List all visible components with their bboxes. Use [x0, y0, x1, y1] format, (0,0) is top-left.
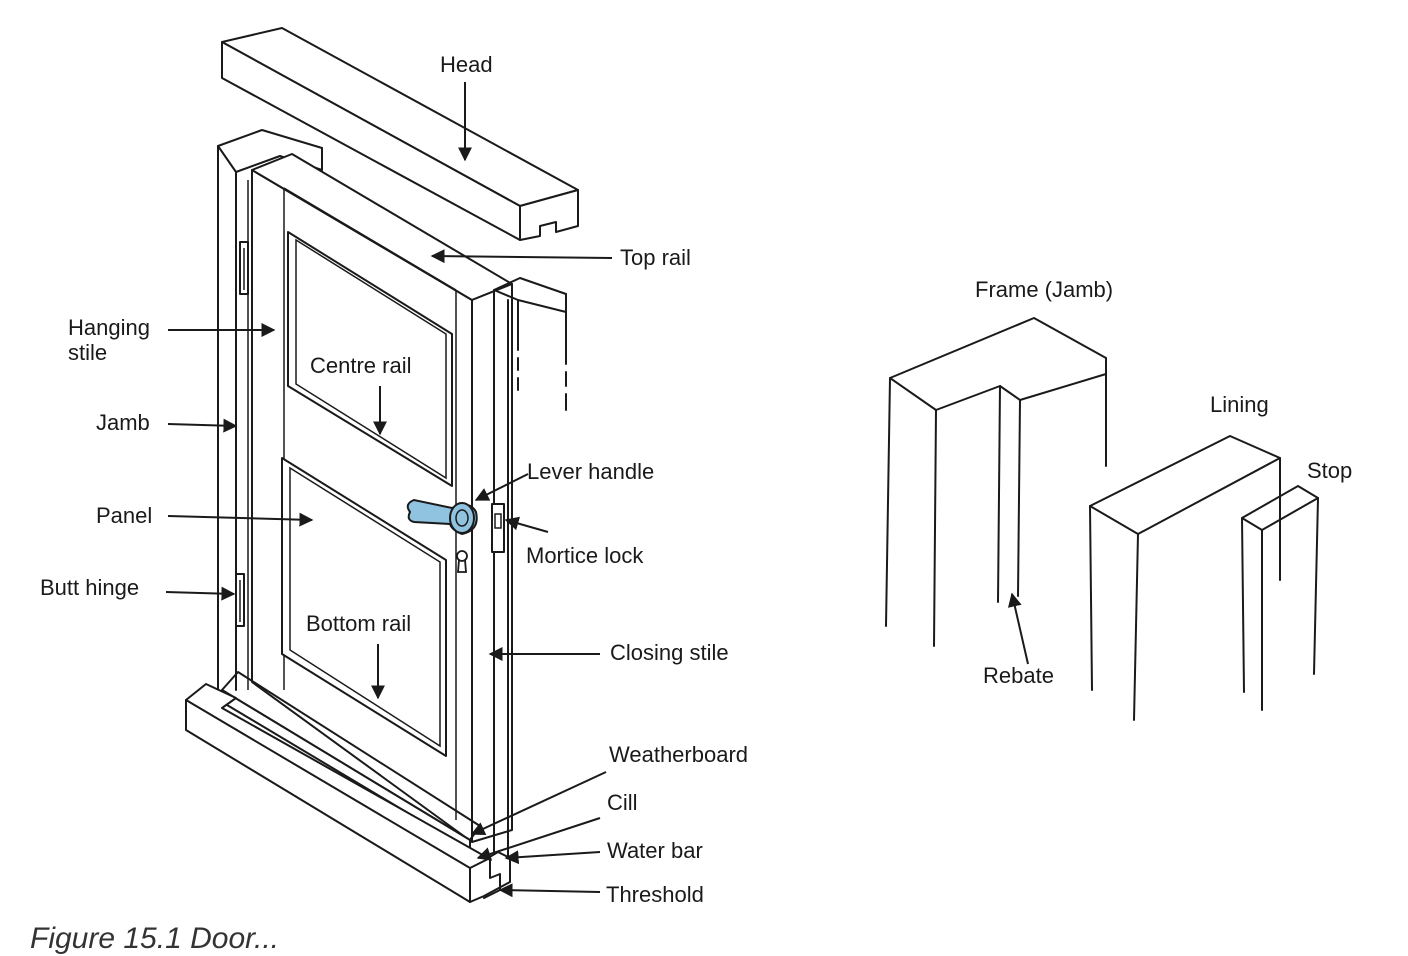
arrow-water-bar [504, 850, 601, 865]
butt-hinge-top-icon [239, 241, 249, 295]
label-mortice-lock: Mortice lock [526, 543, 644, 568]
label-cill: Cill [607, 790, 638, 815]
label-frame-jamb: Frame (Jamb) [975, 277, 1114, 302]
label-rebate: Rebate [983, 663, 1054, 688]
arrow-panel [167, 512, 314, 527]
lever-handle-icon [406, 498, 478, 536]
arrow-top-rail [430, 249, 613, 264]
arrow-butt-hinge [165, 586, 236, 601]
label-closing-stile: Closing stile [610, 640, 729, 665]
lining-section [1089, 435, 1281, 721]
arrow-threshold [498, 883, 601, 898]
frame-jamb-section [885, 317, 1107, 647]
label-threshold: Threshold [606, 882, 704, 907]
right-jamb [493, 277, 567, 857]
door-leaf [251, 153, 513, 843]
mortice-lock-icon [491, 503, 505, 553]
label-centre-rail: Centre rail [310, 353, 412, 378]
arrow-rebate [1007, 592, 1029, 665]
arrow-weatherboard [470, 771, 607, 836]
arrow-lever-handle [474, 473, 529, 501]
butt-hinge-bottom-icon [235, 573, 245, 627]
arrow-mortice-lock [504, 516, 549, 533]
figure-caption: Figure 15.1 Door... [30, 922, 280, 955]
label-head: Head [440, 52, 493, 77]
label-water-bar: Water bar [607, 838, 703, 863]
label-hanging-stile: Hanging stile [68, 315, 150, 365]
arrow-jamb [167, 418, 238, 433]
label-lever-handle: Lever handle [527, 459, 655, 484]
keyhole-icon [456, 550, 468, 573]
cill-threshold [185, 683, 511, 903]
label-bottom-rail: Bottom rail [306, 611, 412, 636]
stop-section [1241, 485, 1319, 711]
label-stop: Stop [1307, 458, 1353, 483]
head-member [221, 27, 579, 241]
label-butt-hinge: Butt hinge [40, 575, 140, 600]
label-jamb: Jamb [96, 410, 150, 435]
label-weatherboard: Weatherboard [609, 742, 749, 767]
label-top-rail: Top rail [620, 245, 691, 270]
label-lining: Lining [1210, 392, 1269, 417]
arrow-cill [476, 817, 601, 861]
leader-lines [165, 82, 1029, 898]
label-panel: Panel [96, 503, 153, 528]
